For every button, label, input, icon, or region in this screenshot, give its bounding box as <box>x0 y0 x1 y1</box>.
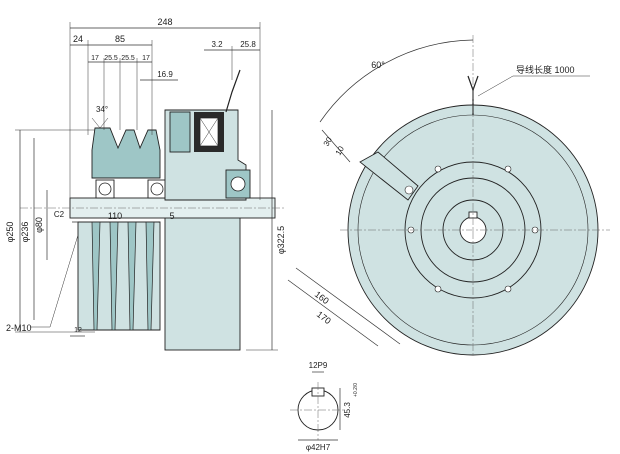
side-view: 248 24 85 17 25.5 25.5 17 16.9 3.2 25.8 … <box>5 17 286 351</box>
clutch-main-body <box>164 199 241 351</box>
key-section-view: 12P9 45.3 +0.2/0 φ42H7 <box>290 361 359 452</box>
dim-5: 5 <box>169 211 174 221</box>
dim-16-9: 16.9 <box>157 70 173 79</box>
dim-groove-angle: 34° <box>96 105 108 114</box>
dim-dia236: φ236 <box>20 222 30 243</box>
dim-17b: 17 <box>142 55 150 62</box>
pulley-upper-section <box>91 127 161 179</box>
front-view: 60° 导线长度 1000 30 10 160 170 <box>287 35 610 356</box>
dim-dia322-5: φ322.5 <box>276 226 286 254</box>
dim-thread: 2-M10 <box>6 323 32 333</box>
dim-85: 85 <box>115 34 125 44</box>
dim-110: 110 <box>108 211 122 221</box>
terminal-lug <box>359 151 419 201</box>
bearing-housing-right <box>225 169 251 199</box>
dim-24: 24 <box>73 34 83 44</box>
dim-dia250: φ250 <box>5 222 15 243</box>
bearing-left <box>95 179 115 199</box>
key-width: 12P9 <box>309 361 328 370</box>
dim-25-8: 25.8 <box>240 40 256 49</box>
dim-248: 248 <box>157 17 172 27</box>
dim-25-5a: 25.5 <box>104 55 118 62</box>
dim-17a: 17 <box>91 55 99 62</box>
key-height-tol: +0.2/0 <box>353 383 359 397</box>
angle-60: 60° <box>371 60 385 70</box>
dim-30: 30 <box>322 135 335 148</box>
dim-c2: C2 <box>54 210 65 219</box>
dim-dia80: φ80 <box>34 217 44 233</box>
armature <box>169 111 191 153</box>
lead-length: 导线长度 1000 <box>516 64 575 75</box>
dim-3-2: 3.2 <box>211 40 223 49</box>
bearing-right <box>147 179 167 199</box>
dim-12: 12 <box>74 327 82 334</box>
key-height: 45.3 <box>343 402 352 418</box>
dim-r170: 170 <box>315 309 333 326</box>
dim-25-5b: 25.5 <box>121 55 135 62</box>
dim-10: 10 <box>334 144 347 157</box>
bore-dia: φ42H7 <box>306 443 331 452</box>
lead-wire <box>225 69 241 113</box>
